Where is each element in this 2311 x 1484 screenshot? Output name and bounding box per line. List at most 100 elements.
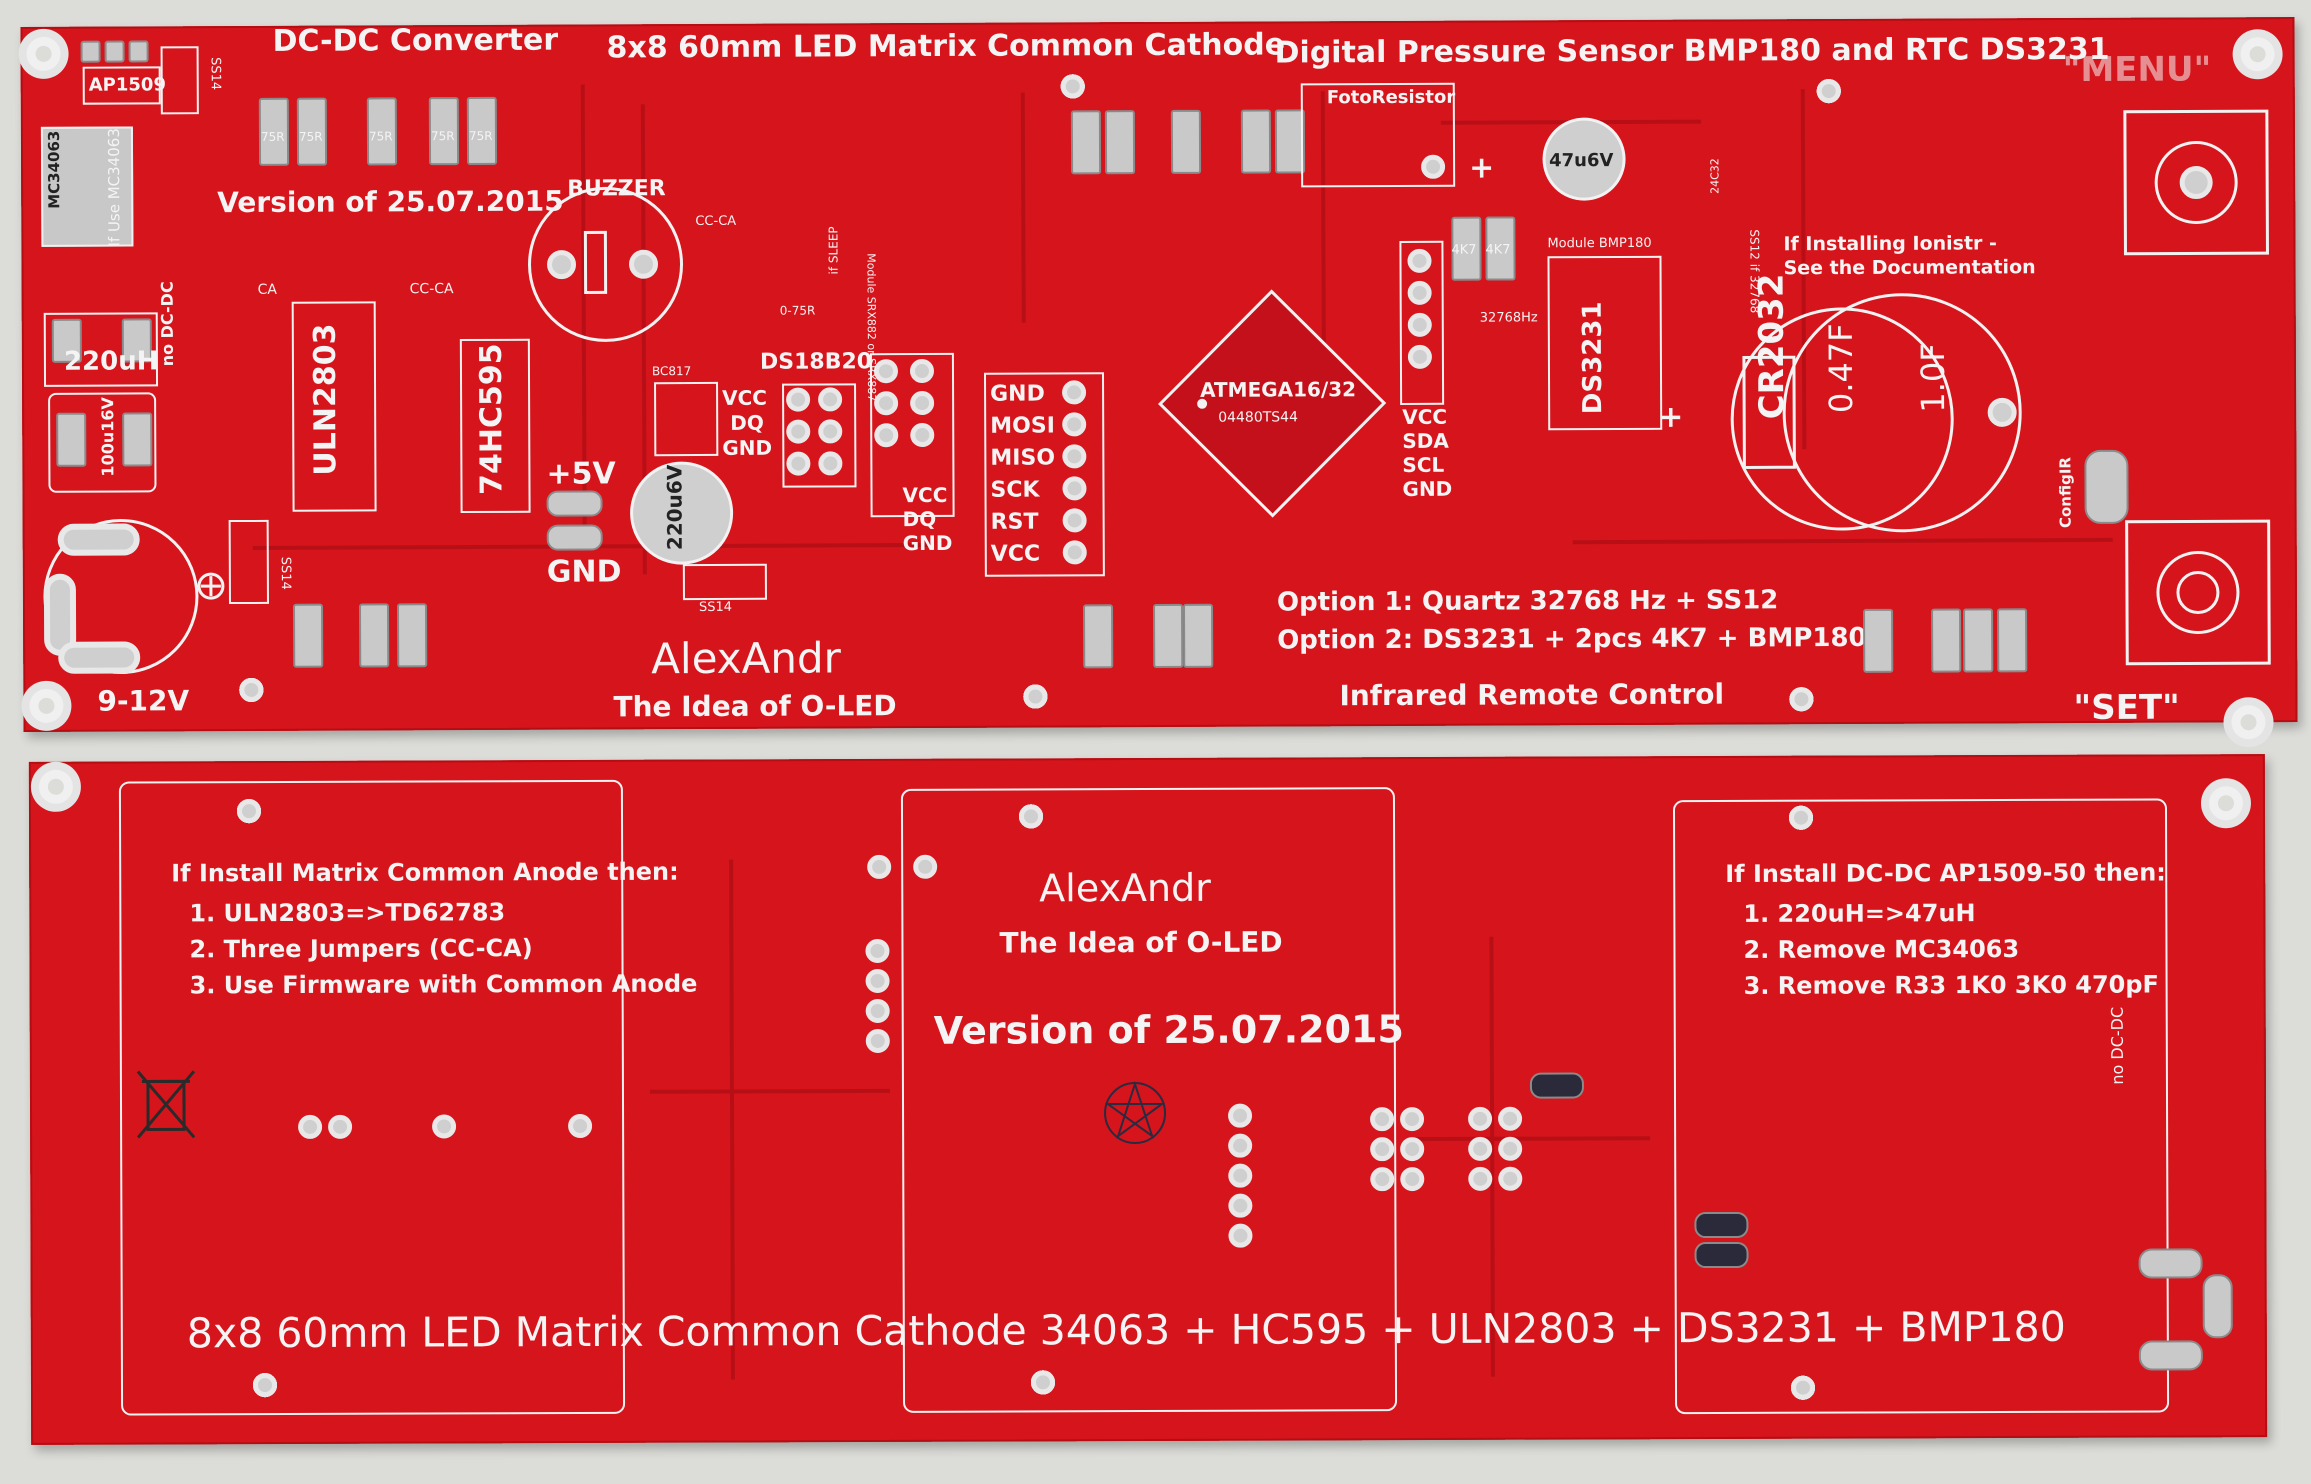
pin-label: VCC	[902, 482, 948, 508]
mounting-hole	[2231, 705, 2266, 740]
pin	[1789, 687, 1814, 712]
no-dcdc-label: no DC-DC	[157, 281, 177, 367]
pin	[1030, 1370, 1056, 1395]
jumper-pad	[1694, 1241, 1749, 1269]
pin-label: GND	[722, 435, 773, 460]
pin	[1062, 508, 1087, 533]
author-label: AlexAndr	[651, 633, 841, 684]
pin	[1407, 280, 1432, 305]
pin	[1407, 344, 1432, 369]
pentagram-logo-icon	[1104, 1080, 1167, 1145]
pin	[236, 799, 262, 824]
isp-pin-sck: SCK	[990, 477, 1040, 503]
set-button-footprint	[2125, 519, 2271, 666]
anode-step-1: 1. ULN2803=>TD62783	[189, 898, 506, 928]
pin	[1062, 444, 1087, 469]
resistor-pad	[292, 603, 324, 668]
resistor-label: 75R	[368, 129, 393, 144]
pin	[432, 1114, 457, 1139]
mounting-hole	[38, 769, 73, 804]
pin	[328, 1114, 353, 1139]
pad	[128, 40, 149, 63]
pin	[298, 1114, 323, 1139]
resistor-label: 75R	[430, 129, 455, 144]
anode-step-2: 2. Three Jumpers (CC-CA)	[189, 934, 533, 964]
pin	[1498, 1136, 1523, 1161]
buzzer-outline	[528, 186, 684, 342]
pin	[818, 419, 843, 444]
resistor-pad	[1070, 110, 1102, 175]
pin	[252, 1373, 278, 1398]
capacitor-pad	[56, 412, 87, 467]
input-voltage-label: 9-12V	[97, 684, 190, 718]
dc-jack-outline	[43, 519, 225, 675]
menu-label: "MENU"	[2062, 49, 2212, 91]
pin-label: GND	[902, 530, 953, 556]
cap-100-label: 100u16V	[98, 397, 118, 477]
pin	[568, 1113, 593, 1139]
isp-pin-vcc: VCC	[990, 541, 1041, 567]
pin	[874, 423, 899, 448]
version-label: Version of 25.07.2015	[933, 1007, 1404, 1053]
resistor-label: 75R	[260, 129, 285, 144]
pin	[865, 938, 890, 963]
option2-label: Option 2: DS3231 + 2pcs 4K7 + BMP180	[1277, 622, 1867, 656]
plus5v-label: +5V	[546, 456, 616, 492]
cap-220-label: 220u6V	[662, 464, 687, 551]
ds18b20-pin-labels-b: VCC DQ GND	[902, 483, 952, 555]
pin	[786, 419, 811, 444]
option1-label: Option 1: Quartz 32768 Hz + SS12	[1276, 585, 1779, 618]
mounting-hole	[29, 688, 64, 723]
pin	[1228, 1223, 1253, 1248]
pin	[1370, 1107, 1395, 1132]
pin	[1060, 74, 1085, 99]
ds18b20-label: DS18B20	[759, 349, 873, 375]
cr2032-label: CR2032	[1751, 273, 1793, 420]
capacitor-outline	[630, 461, 734, 565]
r4k7-label: 4K7	[1485, 242, 1511, 258]
resistor-pad	[1997, 608, 2028, 673]
gnd-label: GND	[546, 554, 622, 590]
pad	[80, 40, 101, 63]
cap-47-label: 47u6V	[1549, 150, 1614, 172]
pin	[1788, 805, 1814, 830]
if-use-mc34063-label: If Use MC34063	[104, 128, 124, 247]
pin-label: DQ	[902, 506, 937, 532]
hc595-label: 74HC595	[473, 343, 510, 495]
fotoresistor-label: FotoResistor	[1326, 86, 1456, 109]
bc817-label: BC817	[651, 364, 692, 379]
pin	[865, 968, 890, 993]
pin	[1468, 1136, 1493, 1161]
pin	[1400, 1167, 1425, 1192]
config-ir-label: ConfigIR	[2056, 457, 2075, 529]
pin	[1400, 1107, 1425, 1132]
jack-pad	[2202, 1274, 2233, 1339]
diode-outline	[228, 519, 269, 605]
pin-label: SCL	[1402, 452, 1445, 477]
trace	[1020, 92, 1026, 323]
resistor-pad	[1963, 608, 1994, 673]
resistor-pad	[1863, 608, 1894, 673]
ss14-label: SS14	[277, 556, 293, 590]
pin	[1023, 684, 1048, 709]
capacitor-outline	[1542, 117, 1626, 201]
r4k7-label: 4K7	[1451, 242, 1477, 258]
battery-outline	[1730, 293, 2022, 533]
pin	[1228, 1133, 1253, 1158]
isp-pin-miso: MISO	[990, 445, 1056, 471]
resistor-pad	[396, 603, 428, 668]
pin-label: DQ	[730, 410, 764, 435]
cc-ca-label: CC-CA	[695, 213, 737, 230]
isp-pin-rst: RST	[990, 509, 1039, 535]
pin-label: VCC	[722, 385, 767, 410]
resistor-label: 75R	[298, 129, 323, 144]
inductor-label: 220uH	[63, 346, 159, 377]
i2c-pin-labels: VCC SDA SCL GND	[1402, 405, 1452, 501]
dcdc-step-2: 2. Remove MC34063	[1743, 934, 2020, 964]
dcdc-step-1: 1. 220uH=>47uH	[1743, 899, 1976, 928]
pin	[1062, 380, 1087, 405]
pin	[867, 854, 892, 879]
mounting-hole	[26, 36, 61, 71]
menu-button-footprint	[2123, 109, 2269, 256]
mounting-hole	[2208, 786, 2244, 821]
